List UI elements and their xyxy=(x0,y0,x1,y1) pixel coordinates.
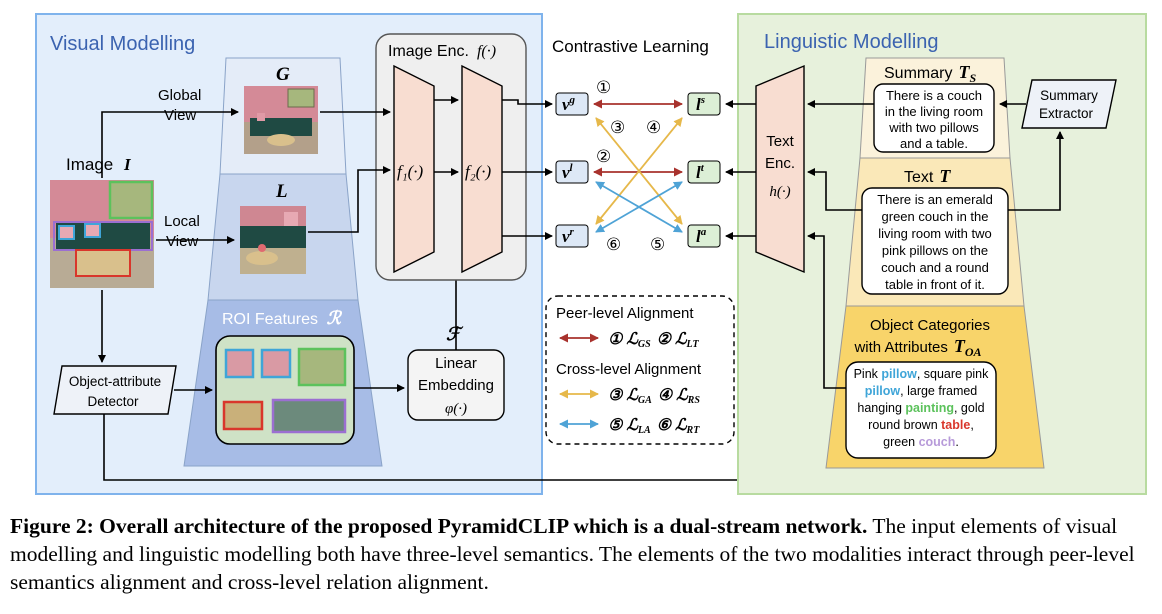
cross-arrow-RT xyxy=(595,181,683,233)
f1-label: f₁(·) xyxy=(397,162,424,181)
peer-level-title: Peer-level Alignment xyxy=(556,305,694,322)
la-node: la xyxy=(687,224,721,248)
contrastive-learning-title: Contrastive Learning xyxy=(552,37,709,56)
cross-level-title: Cross-level Alignment xyxy=(556,361,702,378)
num-3: ③ xyxy=(610,118,625,137)
vl-node: vl xyxy=(555,160,589,184)
roi-crops xyxy=(222,347,347,434)
text-encoder-block xyxy=(755,64,805,274)
vg-node: vg xyxy=(555,92,589,116)
f2-encoder-block xyxy=(461,64,503,274)
caption-rest: The input elements of visual modelling a… xyxy=(10,514,1135,594)
num-6: ⑥ xyxy=(606,235,621,254)
text-to-encoder-arrow xyxy=(807,168,862,211)
svg-text:la: la xyxy=(696,226,707,246)
object-attribute-detector xyxy=(53,365,177,415)
global-view-arrow xyxy=(101,108,239,178)
f1-encoder-block xyxy=(393,64,435,274)
ls-node: ls xyxy=(687,92,721,116)
text-body-box xyxy=(861,187,1009,295)
input-image-thumbnail xyxy=(50,180,154,288)
object-attributes-text: Pink pillow, square pink pillow, large fr… xyxy=(854,367,990,449)
figure-caption: Figure 2: Overall architecture of the pr… xyxy=(10,512,1155,596)
svg-text:vr: vr xyxy=(562,226,575,246)
caption-bold: Figure 2: Overall architecture of the pr… xyxy=(10,514,868,538)
G-symbol: G xyxy=(276,64,290,85)
num-1: ① xyxy=(596,78,611,97)
global-view-thumbnail xyxy=(244,86,318,154)
object-attribute-line: hanging painting, gold xyxy=(857,401,984,415)
alignment-legend xyxy=(545,295,735,445)
roi-features-label: ROI Features ℛ xyxy=(222,308,342,328)
num-4: ④ xyxy=(646,118,661,137)
local-to-f1-arrow xyxy=(308,166,391,233)
local-view-thumbnail xyxy=(240,206,306,274)
object-attribute-line: pillow, large framed xyxy=(865,384,978,398)
lt-node: lt xyxy=(687,160,721,184)
svg-text:ls: ls xyxy=(696,94,705,114)
object-attributes-box xyxy=(845,361,997,459)
svg-text:vg: vg xyxy=(562,94,576,114)
summary-extractor xyxy=(1021,79,1117,129)
num-5: ⑤ xyxy=(650,235,665,254)
objects-to-encoder-arrow xyxy=(807,232,846,389)
svg-text:lt: lt xyxy=(696,162,705,182)
visual-modelling-title: Visual Modelling xyxy=(50,33,195,55)
F-symbol: ℱ xyxy=(446,324,464,344)
f2-to-vg-arrow xyxy=(502,99,553,108)
object-attribute-line: round brown table, xyxy=(868,418,974,432)
summary-text-box xyxy=(873,83,995,153)
linguistic-modelling-title: Linguistic Modelling xyxy=(764,31,939,53)
object-attribute-line: Pink pillow, square pink xyxy=(854,367,990,381)
num-2: ② xyxy=(596,147,611,166)
svg-text:vl: vl xyxy=(562,162,574,182)
text-to-extractor-arrow xyxy=(1008,131,1064,211)
image-encoder-title: Image Enc.f(·) xyxy=(388,43,496,60)
vr-node: vr xyxy=(555,224,589,248)
f2-label: f₂(·) xyxy=(465,162,492,181)
L-symbol: L xyxy=(275,181,288,202)
object-attribute-line: green couch. xyxy=(883,435,959,449)
